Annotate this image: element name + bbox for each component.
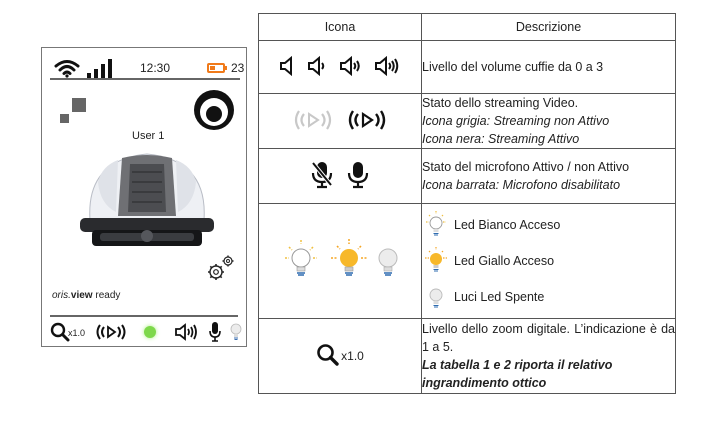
volume-description: Livello del volume cuffie da 0 a 3 — [421, 40, 676, 94]
zoom-magnifier-icon — [50, 322, 70, 342]
microphone-muted-icon — [311, 161, 333, 188]
zoom-level-label: x1.0 — [341, 348, 364, 363]
led-status-dot — [144, 326, 156, 338]
led-off-icon — [378, 248, 398, 276]
microphone-description: Stato del microfono Attivo / non Attivo … — [421, 148, 676, 204]
device-screen-mockup: 12:30 23 User 1 oris.view ready — [41, 47, 247, 347]
table-row: Livello del volume cuffie da 0 a 3 — [258, 40, 676, 94]
streaming-icons-cell — [258, 93, 422, 149]
led-yellow-line: Led Giallo Acceso — [422, 243, 675, 279]
microphone-icons-cell — [258, 148, 422, 204]
led-white-on-icon — [285, 239, 317, 276]
zoom-level: x1.0 — [68, 328, 86, 338]
streaming-active-icon — [348, 109, 386, 130]
icon-legend-table: Icona Descrizione — [258, 13, 676, 394]
microphone-icon — [209, 322, 221, 342]
volume-icon — [175, 323, 197, 341]
device-status-text: oris.view ready — [52, 290, 121, 301]
led-off-small-icon — [429, 288, 443, 308]
microphone-active-icon — [347, 161, 369, 188]
led-white-line: Led Bianco Acceso — [422, 207, 675, 243]
zoom-magnifier-icon — [317, 343, 339, 366]
volume-0-icon — [280, 55, 292, 76]
volume-1-icon — [308, 55, 325, 76]
bottom-status-bar: x1.0 — [50, 320, 242, 344]
led-off-bulb-icon — [230, 323, 242, 340]
table-row: Stato dello streaming Video. Icona grigi… — [258, 93, 676, 149]
led-yellow-on-icon — [331, 238, 367, 276]
zoom-icon-cell: x1.0 — [258, 318, 422, 394]
user-label: User 1 — [132, 130, 165, 142]
column-header-description: Descrizione — [421, 13, 676, 41]
battery-level: 23 — [231, 61, 245, 75]
table-row: Led Bianco Acceso Led Giallo Acceso — [258, 203, 676, 319]
table-header-row: Icona Descrizione — [258, 13, 676, 41]
battery-icon — [207, 63, 225, 73]
column-header-icon: Icona — [258, 13, 422, 41]
zoom-description: Livello dello zoom digitale. L’indicazio… — [421, 318, 676, 394]
oris-logo-icon — [194, 90, 234, 130]
volume-2-icon — [340, 55, 360, 76]
streaming-icon — [96, 324, 126, 340]
led-yellow-small-icon — [425, 247, 447, 272]
status-bar: 12:30 23 — [50, 56, 244, 80]
table-row: x1.0 Livello dello zoom digitale. L’indi… — [258, 318, 676, 394]
volume-3-icon — [375, 55, 399, 76]
led-white-small-icon — [426, 211, 446, 236]
led-icons-cell — [258, 203, 422, 319]
wifi-icon — [54, 60, 80, 78]
smart-helmet-image — [80, 153, 214, 246]
streaming-description: Stato dello streaming Video. Icona grigi… — [421, 93, 676, 149]
streaming-inactive-icon — [294, 109, 332, 130]
settings-gear-icon[interactable] — [206, 254, 236, 282]
volume-icons-cell — [258, 40, 422, 94]
table-row: Stato del microfono Attivo / non Attivo … — [258, 148, 676, 204]
led-off-line: Luci Led Spente — [422, 279, 675, 315]
signal-strength-icon — [87, 59, 112, 78]
squares-icon — [60, 98, 86, 123]
clock-time: 12:30 — [140, 61, 171, 75]
led-description: Led Bianco Acceso Led Giallo Acceso — [421, 203, 676, 319]
